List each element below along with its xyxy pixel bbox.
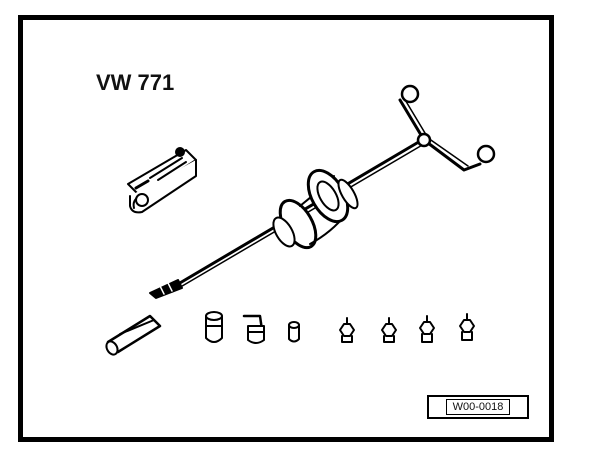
figure-code-box: W00-0018 xyxy=(427,395,529,419)
attachment-cylinder-2 xyxy=(288,321,300,343)
attachment-nut-3 xyxy=(419,315,435,343)
attachment-nut-2 xyxy=(381,317,397,343)
attachment-cylinder-1 xyxy=(205,311,223,343)
attachment-hook xyxy=(242,314,265,344)
small-adapter xyxy=(105,314,162,356)
sliding-weight xyxy=(272,168,359,250)
t-handle xyxy=(398,84,496,172)
adapter-bracket xyxy=(127,147,197,214)
figure-code: W00-0018 xyxy=(445,399,511,415)
attachment-nut-4 xyxy=(459,313,475,341)
attachment-nut-1 xyxy=(339,317,355,343)
threaded-tip xyxy=(149,279,183,299)
tool-label: VW 771 xyxy=(96,70,175,95)
